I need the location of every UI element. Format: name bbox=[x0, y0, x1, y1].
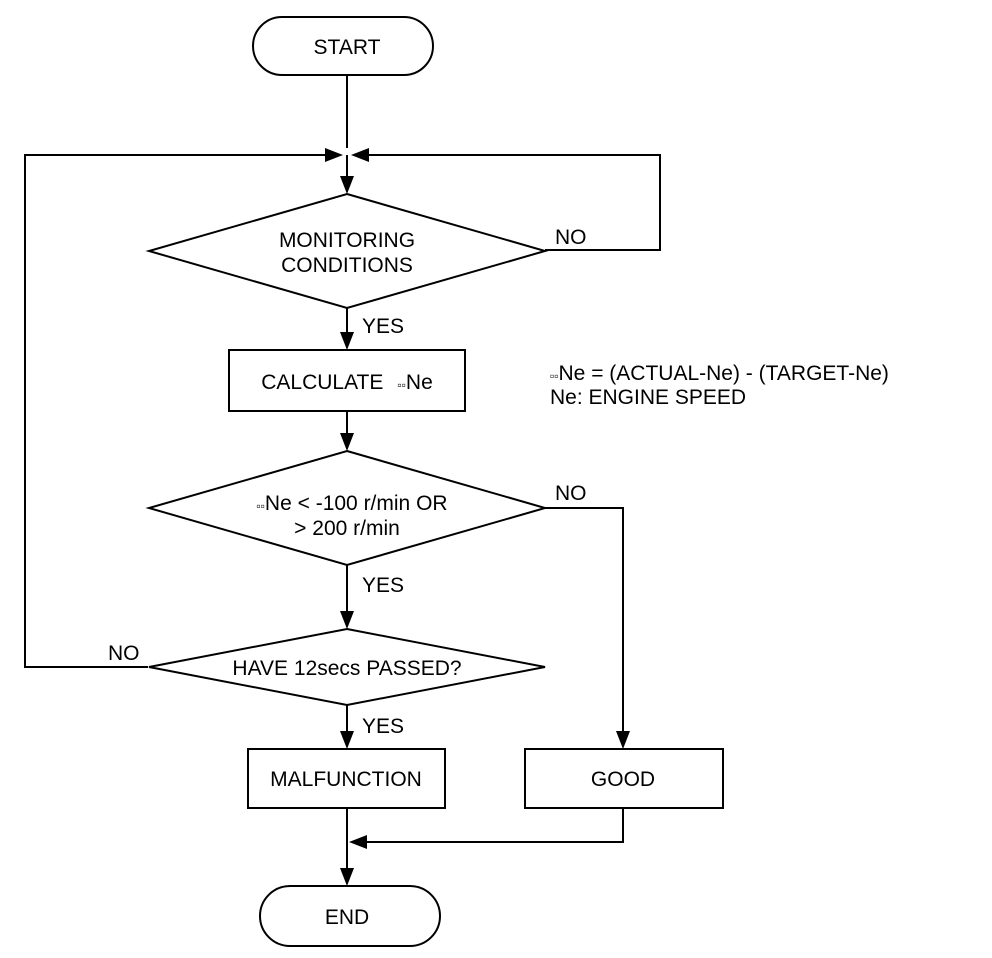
arrowhead-to-end bbox=[340, 868, 354, 886]
formula-text: Ne = (ACTUAL-Ne) - (TARGET-Ne) bbox=[559, 362, 889, 385]
connector-monitoring-no-loop bbox=[369, 154, 661, 251]
malfunction-label: MALFUNCTION bbox=[270, 768, 422, 791]
arrowhead-to-monitoring bbox=[340, 176, 354, 194]
monitoring-label-line2: CONDITIONS bbox=[281, 254, 413, 277]
monitoring-no-label: NO bbox=[555, 226, 587, 249]
condition-text-1: Ne < -100 r/min OR bbox=[265, 492, 448, 515]
calculate-label: CALCULATE ▫▫Ne bbox=[261, 371, 433, 394]
arrowhead-to-malfunction bbox=[340, 731, 354, 749]
formula-note: ▫▫Ne = (ACTUAL-Ne) - (TARGET-Ne) bbox=[550, 362, 889, 385]
arrowhead-good-merge bbox=[349, 835, 367, 849]
connector-condition-no bbox=[545, 507, 624, 731]
condition-no-label: NO bbox=[555, 482, 587, 505]
monitoring-yes-label: YES bbox=[362, 315, 404, 338]
condition-label-line2: > 200 r/min bbox=[294, 517, 400, 540]
good-label: GOOD bbox=[591, 768, 655, 791]
have-passed-label: HAVE 12secs PASSED? bbox=[232, 657, 461, 680]
connector-passed-no-loop bbox=[24, 154, 325, 668]
end-terminal bbox=[259, 885, 441, 947]
arrowhead-to-condition bbox=[340, 433, 354, 451]
calculate-text: CALCULATE bbox=[261, 371, 383, 394]
arrowhead-to-passed bbox=[340, 611, 354, 629]
end-label: END bbox=[325, 906, 369, 929]
condition-yes-label: YES bbox=[362, 574, 404, 597]
delta-symbol-condition: ▫▫ bbox=[256, 499, 265, 513]
connector-good-to-end bbox=[367, 808, 624, 843]
calculate-ne-text: Ne bbox=[406, 371, 433, 394]
start-terminal bbox=[252, 16, 434, 76]
arrowhead-right-loop bbox=[351, 148, 369, 162]
malfunction-result bbox=[247, 748, 446, 809]
arrowhead-left-loop bbox=[325, 148, 343, 162]
delta-symbol-formula: ▫▫ bbox=[550, 369, 559, 383]
passed-yes-label: YES bbox=[362, 715, 404, 738]
arrowhead-to-good bbox=[616, 731, 630, 749]
definition-note: Ne: ENGINE SPEED bbox=[550, 386, 746, 409]
good-result bbox=[524, 748, 724, 809]
passed-no-label: NO bbox=[108, 642, 140, 665]
start-label: START bbox=[314, 36, 381, 59]
calculate-process bbox=[228, 349, 466, 412]
arrowhead-to-calculate bbox=[340, 332, 354, 350]
condition-label-line1: ▫▫Ne < -100 r/min OR bbox=[256, 492, 447, 515]
delta-symbol-calc: ▫▫ bbox=[397, 378, 406, 392]
monitoring-label-line1: MONITORING bbox=[279, 229, 415, 252]
